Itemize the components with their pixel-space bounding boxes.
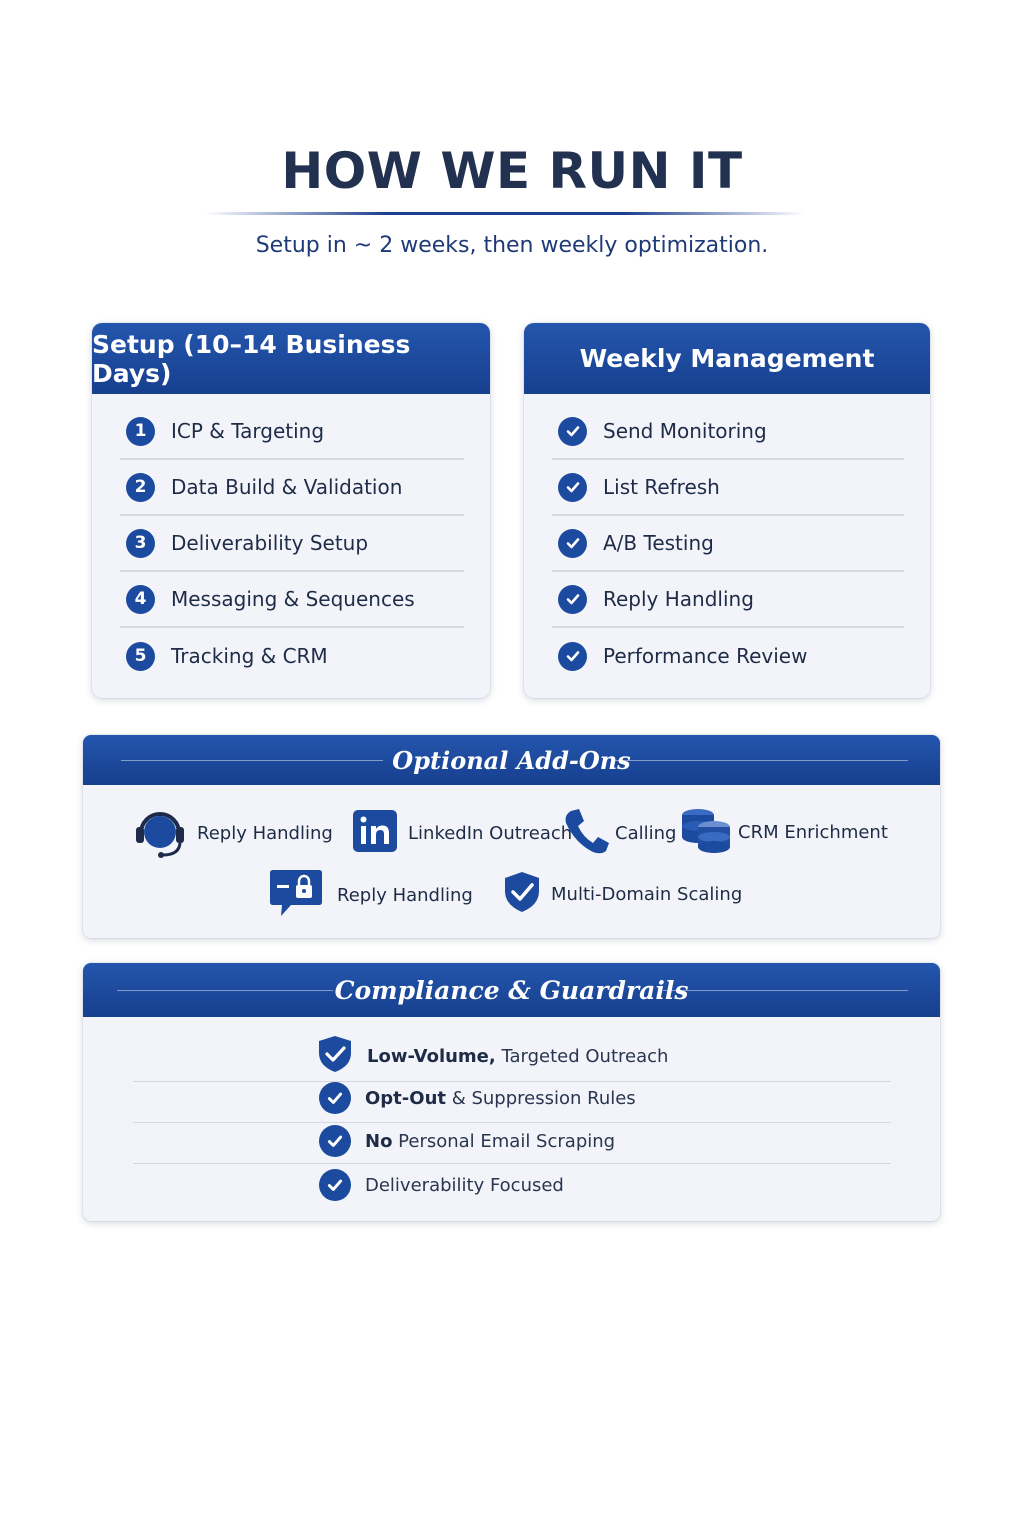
addon-item: Reply Handling — [269, 868, 473, 922]
header-divider-line — [663, 990, 908, 991]
step-number-badge: 5 — [126, 641, 155, 671]
title-underline — [205, 212, 805, 215]
compliance-item: Opt-Out & Suppression Rules — [319, 1082, 940, 1114]
step-number-badge: 2 — [126, 472, 155, 502]
weekly-card: Weekly Management Send Monitoring List R… — [524, 323, 930, 698]
database-icon — [680, 807, 732, 857]
addon-item: LinkedIn Outreach — [352, 809, 572, 857]
weekly-task: List Refresh — [552, 460, 904, 516]
step-number-badge: 4 — [126, 584, 155, 614]
addon-label: Multi-Domain Scaling — [551, 883, 743, 905]
compliance-label-rest: Deliverability Focused — [365, 1174, 564, 1196]
addon-item: CRM Enrichment — [680, 807, 888, 857]
compliance-label-rest: & Suppression Rules — [445, 1087, 636, 1109]
addon-label: CRM Enrichment — [738, 821, 888, 843]
row-divider — [133, 1122, 891, 1123]
shield-check-icon — [317, 1035, 353, 1077]
check-circle-icon — [558, 584, 587, 614]
compliance-item: No Personal Email Scraping — [319, 1125, 940, 1157]
compliance-item: Deliverability Focused — [319, 1169, 940, 1201]
weekly-task: Reply Handling — [552, 572, 904, 628]
compliance-label-strong: Opt-Out — [365, 1087, 446, 1109]
check-circle-icon — [558, 641, 587, 671]
addons-title: Optional Add-Ons — [392, 745, 631, 775]
step-label: Messaging & Sequences — [171, 587, 415, 611]
setup-card: Setup (10–14 Business Days) 1 ICP & Targ… — [92, 323, 490, 698]
addon-item: Reply Handling — [133, 803, 333, 863]
weekly-card-title: Weekly Management — [524, 323, 930, 394]
chat-lock-icon — [269, 868, 323, 922]
check-circle-icon — [319, 1169, 351, 1201]
header-divider-line — [612, 760, 908, 761]
shield-check-icon — [503, 871, 541, 917]
compliance-label: Opt-Out & Suppression Rules — [365, 1088, 636, 1109]
task-label: A/B Testing — [603, 531, 714, 555]
compliance-label: Deliverability Focused — [365, 1175, 564, 1196]
step-label: Data Build & Validation — [171, 475, 403, 499]
weekly-tasks-list: Send Monitoring List Refresh A/B Testing… — [524, 394, 930, 684]
task-label: List Refresh — [603, 475, 720, 499]
task-label: Performance Review — [603, 644, 808, 668]
check-circle-icon — [558, 416, 587, 446]
addons-section: Optional Add-Ons Reply Handling — [83, 735, 940, 938]
compliance-label-rest: Personal Email Scraping — [392, 1130, 616, 1152]
row-divider — [133, 1163, 891, 1164]
addon-label: LinkedIn Outreach — [408, 822, 573, 844]
compliance-title: Compliance & Guardrails — [334, 975, 689, 1005]
check-circle-icon — [319, 1125, 351, 1157]
addon-item: Multi-Domain Scaling — [503, 871, 742, 917]
row-divider — [133, 1081, 891, 1082]
compliance-section: Compliance & Guardrails Low-Volume, Targ… — [83, 963, 940, 1221]
setup-step: 2 Data Build & Validation — [120, 460, 464, 516]
setup-step: 4 Messaging & Sequences — [120, 572, 464, 628]
setup-step: 5 Tracking & CRM — [120, 628, 464, 684]
setup-steps-list: 1 ICP & Targeting 2 Data Build & Validat… — [92, 394, 490, 684]
compliance-label-strong: Low-Volume, — [367, 1045, 496, 1067]
setup-step: 1 ICP & Targeting — [120, 404, 464, 460]
header-divider-line — [121, 760, 383, 761]
weekly-task: Performance Review — [552, 628, 904, 684]
addon-label: Calling — [615, 822, 677, 844]
page-subtitle: Setup in ~ 2 weeks, then weekly optimiza… — [255, 233, 769, 258]
addon-label: Reply Handling — [197, 822, 333, 844]
compliance-header: Compliance & Guardrails — [83, 963, 940, 1017]
step-number-badge: 3 — [126, 528, 155, 558]
compliance-label: No Personal Email Scraping — [365, 1131, 615, 1152]
check-circle-icon — [558, 528, 587, 558]
setup-step: 3 Deliverability Setup — [120, 516, 464, 572]
compliance-item: Low-Volume, Targeted Outreach — [317, 1035, 940, 1077]
check-circle-icon — [558, 472, 587, 502]
weekly-task: A/B Testing — [552, 516, 904, 572]
check-circle-icon — [319, 1082, 351, 1114]
addons-header: Optional Add-Ons — [83, 735, 940, 785]
linkedin-icon — [352, 809, 398, 857]
weekly-task: Send Monitoring — [552, 404, 904, 460]
phone-icon — [563, 807, 609, 859]
compliance-label-rest: Targeted Outreach — [495, 1045, 669, 1067]
compliance-label: Low-Volume, Targeted Outreach — [367, 1046, 668, 1067]
addon-item: Calling — [563, 807, 676, 859]
setup-card-title: Setup (10–14 Business Days) — [92, 323, 490, 394]
step-label: Deliverability Setup — [171, 531, 369, 555]
task-label: Reply Handling — [603, 587, 754, 611]
headset-icon — [133, 803, 187, 863]
step-number-badge: 1 — [126, 416, 155, 446]
addon-label: Reply Handling — [337, 884, 473, 906]
task-label: Send Monitoring — [603, 419, 767, 443]
compliance-label-strong: No — [365, 1130, 393, 1152]
step-label: Tracking & CRM — [171, 644, 328, 668]
header-divider-line — [117, 990, 333, 991]
step-label: ICP & Targeting — [171, 419, 325, 443]
page-title: HOW WE RUN IT — [281, 142, 743, 200]
